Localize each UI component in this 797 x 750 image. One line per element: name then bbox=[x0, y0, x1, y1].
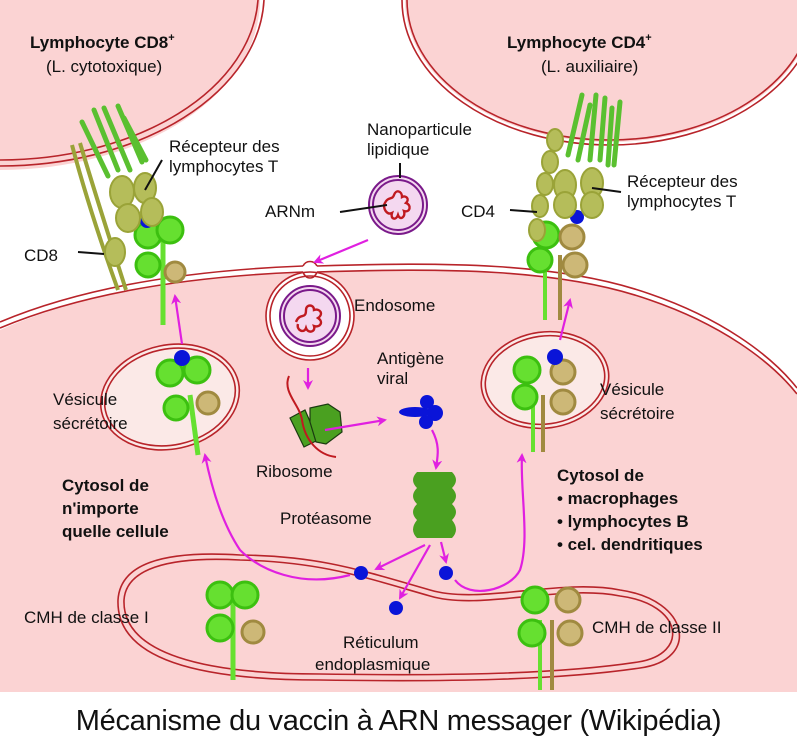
cytosol-right-label-4: • cel. dendritiques bbox=[557, 535, 703, 554]
lipid-nanoparticle bbox=[368, 175, 428, 235]
mhc-class-2-vesicle bbox=[511, 349, 577, 452]
membrane-pore bbox=[302, 260, 318, 279]
peptide-fragments bbox=[354, 566, 453, 615]
mhc-class-2-er bbox=[517, 585, 584, 690]
process-arrows bbox=[171, 238, 573, 600]
vesicle-left-label-1: Vésicule bbox=[53, 390, 117, 409]
endosome bbox=[265, 271, 355, 361]
cytosol-right-label-1: Cytosol de bbox=[557, 466, 644, 485]
cytosol-left-label-1: Cytosol de bbox=[62, 476, 149, 495]
cd8-label: CD8 bbox=[24, 246, 58, 265]
mhc-class-1-vesicle bbox=[155, 350, 221, 456]
nanoparticle-label-1: Nanoparticule bbox=[367, 120, 472, 139]
tcr-cd8-complex bbox=[70, 103, 164, 291]
proteasome bbox=[413, 472, 456, 538]
viral-antigen bbox=[399, 395, 443, 429]
secretory-vesicle-right bbox=[480, 330, 610, 430]
proteasome-label: Protéasome bbox=[280, 509, 372, 528]
cytosol-right-label-2: • macrophages bbox=[557, 489, 678, 508]
mhc-class-1-er bbox=[205, 580, 266, 680]
mhc1-label: CMH de classe I bbox=[24, 608, 149, 627]
er-label-1: Réticulum bbox=[343, 633, 419, 652]
cd4-label: CD4 bbox=[461, 202, 495, 221]
tcr-right-label-1: Récepteur des bbox=[627, 172, 738, 191]
cd8-lymphocyte-cell bbox=[0, 0, 265, 170]
antigen-label-2: viral bbox=[377, 369, 408, 388]
cytosol-left-label-2: n'importe bbox=[62, 499, 139, 518]
tcr-cd4-complex bbox=[528, 92, 623, 242]
nanoparticle-label-2: lipidique bbox=[367, 140, 429, 159]
vesicle-right-label-1: Vésicule bbox=[600, 380, 664, 399]
figure-caption: Mécanisme du vaccin à ARN messager (Wiki… bbox=[75, 705, 722, 737]
cytosol-right-label-3: • lymphocytes B bbox=[557, 512, 689, 531]
cd4-cell-title: Lymphocyte CD4+ bbox=[507, 32, 652, 52]
antigen-label-1: Antigène bbox=[377, 349, 444, 368]
mrna-vaccine-diagram: Lymphocyte CD8+ (L. cytotoxique) Lymphoc… bbox=[0, 0, 797, 692]
ribosome-label: Ribosome bbox=[256, 462, 333, 481]
vesicle-right-label-2: sécrétoire bbox=[600, 404, 675, 423]
tcr-left-label-2: lymphocytes T bbox=[169, 157, 278, 176]
vesicle-left-label-2: sécrétoire bbox=[53, 414, 128, 433]
ribosome bbox=[286, 375, 343, 458]
tcr-left-label-1: Récepteur des bbox=[169, 137, 280, 156]
endosome-label: Endosome bbox=[354, 296, 435, 315]
cytosol-left-label-3: quelle cellule bbox=[62, 522, 169, 541]
diagram-labels: Lymphocyte CD8+ (L. cytotoxique) Lymphoc… bbox=[24, 32, 738, 674]
cd8-cell-subtitle: (L. cytotoxique) bbox=[46, 57, 162, 76]
cd8-cell-title: Lymphocyte CD8+ bbox=[30, 32, 175, 52]
er-label-2: endoplasmique bbox=[315, 655, 430, 674]
mhc2-label: CMH de classe II bbox=[592, 618, 721, 637]
tcr-right-label-2: lymphocytes T bbox=[627, 192, 736, 211]
cd4-cell-subtitle: (L. auxiliaire) bbox=[541, 57, 638, 76]
mrna-label: ARNm bbox=[265, 202, 315, 221]
label-pointers bbox=[77, 159, 622, 255]
endoplasmic-reticulum bbox=[117, 553, 681, 682]
